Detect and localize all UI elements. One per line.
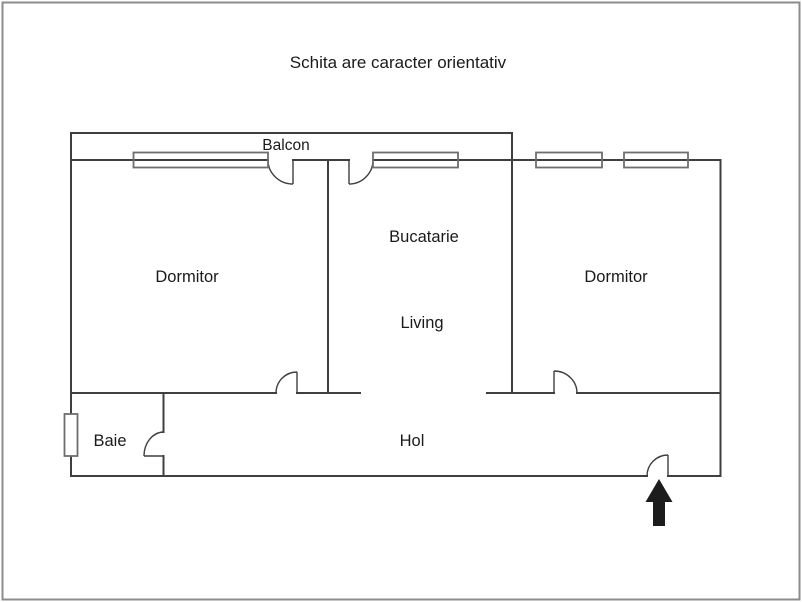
balcony-door-left-arc bbox=[267, 159, 294, 185]
balcony-door-right-arc bbox=[348, 159, 374, 185]
window-dormitor-right-2 bbox=[623, 151, 689, 169]
dormitor-left-door-arc bbox=[275, 371, 298, 394]
room-label-bucatarie: Bucatarie bbox=[389, 228, 459, 246]
plan-title: Schita are caracter orientativ bbox=[290, 53, 507, 72]
window-bucatarie bbox=[372, 151, 459, 169]
room-label-balcon: Balcon bbox=[262, 137, 309, 154]
entrance-door-arc bbox=[646, 454, 669, 477]
room-label-dormitor-left: Dormitor bbox=[155, 268, 219, 286]
room-label-dormitor-right: Dormitor bbox=[584, 268, 648, 286]
room-label-hol: Hol bbox=[400, 432, 425, 450]
entrance-arrow-icon bbox=[645, 479, 673, 526]
window-dormitor-right-1 bbox=[535, 151, 603, 169]
room-label-baie: Baie bbox=[93, 432, 126, 450]
room-label-living: Living bbox=[400, 314, 443, 332]
dormitor-right-door-arc bbox=[553, 370, 578, 394]
window-baie bbox=[63, 413, 79, 457]
baie-door-arc bbox=[143, 431, 164, 457]
window-dormitor-left bbox=[132, 151, 269, 169]
